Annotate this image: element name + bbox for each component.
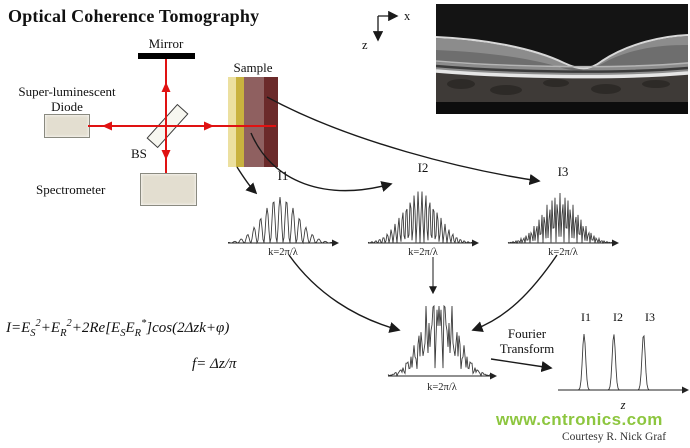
mirror-bar bbox=[138, 53, 195, 59]
sample-block bbox=[228, 77, 278, 167]
arrow-plot1-to-combined bbox=[288, 254, 401, 333]
interferogram-plot-2 bbox=[367, 191, 479, 247]
plot1-label: I1 bbox=[277, 168, 289, 183]
spectrometer-box bbox=[140, 173, 197, 206]
source-label-line1: Super-luminescent bbox=[18, 84, 116, 99]
spectrometer-label: Spectrometer bbox=[36, 182, 106, 197]
beam-arrow-down-icon bbox=[161, 150, 171, 160]
beam-splitter bbox=[146, 103, 189, 149]
fourier-transform-label: Fourier Transform bbox=[492, 326, 562, 356]
peak-label-i2: I2 bbox=[613, 310, 623, 324]
combined-interferogram-plot bbox=[387, 304, 497, 380]
bs-label: BS bbox=[131, 146, 147, 161]
beam-arrow-right-icon bbox=[204, 121, 214, 131]
source-label: Super-luminescent Diode bbox=[0, 84, 134, 114]
interferogram-plot-1 bbox=[228, 196, 339, 247]
depth-axis-label: z bbox=[620, 398, 626, 412]
sample-layer-2 bbox=[236, 77, 244, 167]
page-title: Optical Coherence Tomography bbox=[8, 6, 260, 26]
retina-oct-image bbox=[436, 4, 688, 114]
sample-layer-1 bbox=[228, 77, 236, 167]
plot2-label: I2 bbox=[417, 160, 429, 175]
interferogram-plot-3 bbox=[507, 192, 619, 247]
coordinate-axes bbox=[372, 10, 399, 42]
fourier-label-line1: Fourier bbox=[507, 326, 547, 341]
plot1-k-axis-label: k=2π/λ bbox=[268, 247, 298, 258]
plot3-label: I3 bbox=[557, 164, 569, 179]
equation-interference: I=ES2+ER2+2Re[ESER*]cos(2Δzk+φ) bbox=[6, 318, 230, 339]
sample-layer-3 bbox=[244, 77, 264, 167]
source-label-line2: Diode bbox=[51, 99, 83, 114]
x-axis-label: x bbox=[404, 9, 411, 23]
watermark: www.cntronics.com bbox=[496, 410, 663, 429]
combined-k-axis-label: k=2π/λ bbox=[427, 382, 457, 393]
fourier-label-line2: Transform bbox=[499, 341, 555, 356]
credit-text: Courtesy R. Nick Graf bbox=[562, 431, 667, 443]
diode-box bbox=[44, 114, 90, 138]
z-axis-label: z bbox=[362, 38, 368, 52]
peak-label-i3: I3 bbox=[645, 310, 655, 324]
arrow-fourier-transform bbox=[490, 358, 553, 373]
sample-layer-4 bbox=[264, 77, 278, 167]
plot2-k-axis-label: k=2π/λ bbox=[408, 247, 438, 258]
equation-frequency: f= Δz/π bbox=[192, 356, 237, 372]
plot3-k-axis-label: k=2π/λ bbox=[548, 247, 578, 258]
mirror-label: Mirror bbox=[148, 36, 184, 51]
sample-label: Sample bbox=[233, 60, 273, 75]
depth-profile-curve bbox=[558, 333, 689, 394]
depth-profile-plot: I1 I2 I3 z bbox=[556, 310, 690, 412]
beam-arrow-up-icon bbox=[161, 82, 171, 92]
peak-label-i1: I1 bbox=[581, 310, 591, 324]
beam-arrow-left-icon bbox=[102, 121, 112, 131]
